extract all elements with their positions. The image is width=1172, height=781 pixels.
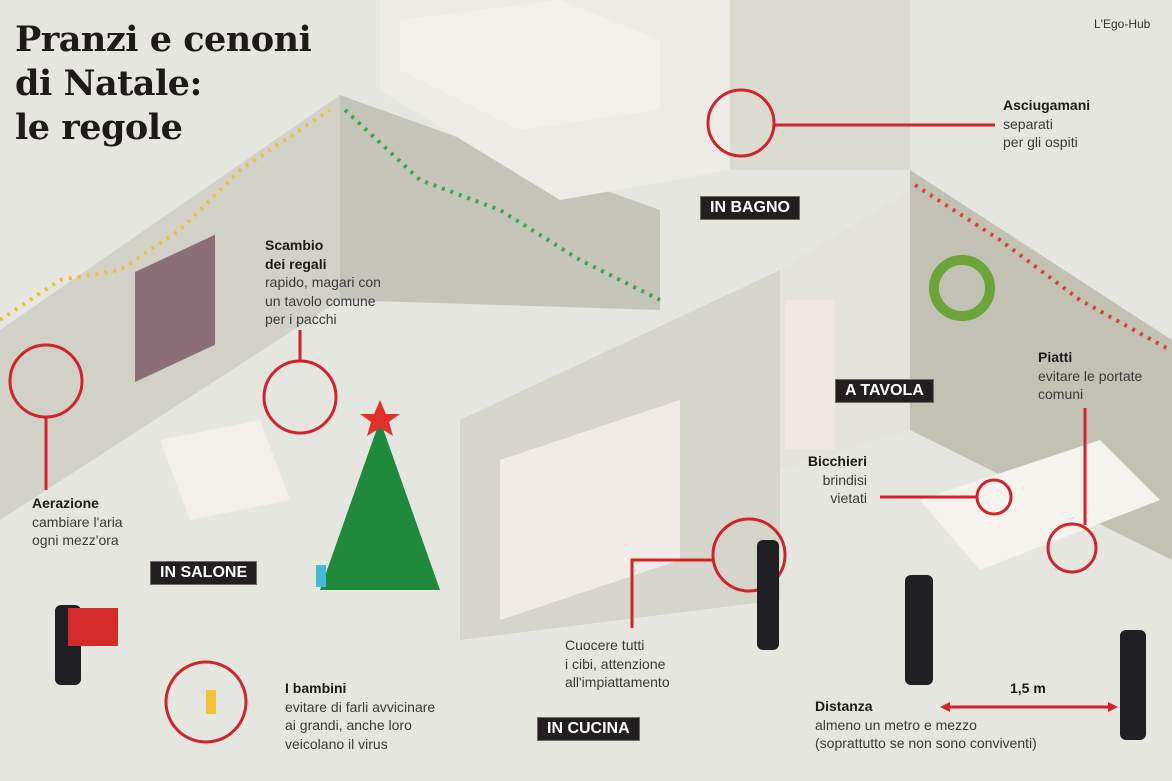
room-label-cucina: IN CUCINA [537,717,640,741]
note-heading: I bambini [285,680,347,696]
note-text: vietati [830,490,867,506]
note-heading: dei regali [265,255,327,272]
note-text: ogni mezz'ora [32,532,119,548]
room-label-bagno: IN BAGNO [700,196,800,220]
string-lights [0,108,332,322]
gifts-highlight [262,359,338,435]
cook-person [757,540,779,650]
arrow-head-icon [940,702,950,712]
note-text: brindisi [822,471,867,488]
child-highlight [164,660,248,744]
note-text: Cuocere tutti [565,637,645,653]
salone-back-wall [340,95,660,310]
host-person [905,575,933,685]
note-heading: Distanza [815,698,873,714]
note-text: almeno un metro e mezzo [815,716,977,733]
note-piatti: Piatti evitare le portate comuni [1038,348,1142,404]
note-bicchieri: Bicchieri brindisi vietati [808,452,867,508]
title-line: Pranzi e cenoni [15,19,312,60]
note-text: per i pacchi [265,311,337,327]
note-text: veicolano il virus [285,735,388,752]
note-text: ai grandi, anche loro [285,717,412,733]
bed [400,0,660,130]
note-aerazione: Aerazione cambiare l'aria ogni mezz'ora [32,494,123,550]
tree-star-icon [360,400,400,436]
door [785,300,835,450]
note-text: all'impiattamento [565,674,670,690]
waiter-person [1120,630,1146,740]
note-cuocere: Cuocere tutti i cibi, attenzione all'imp… [565,636,670,692]
note-text: evitare le portate [1038,367,1143,384]
towels-highlight [706,88,776,158]
wreath [929,255,995,321]
room-label-salone: IN SALONE [150,561,258,585]
distance-measure: 1,5 m [1010,680,1046,696]
note-text: rapido, magari con [265,274,381,290]
christmas-tree [320,420,440,590]
kitchen-counter [500,400,680,620]
note-text: evitare di farli avvicinare [285,698,436,715]
note-heading: Bicchieri [807,453,867,469]
note-heading: Aerazione [32,495,99,511]
note-asciugamani: Asciugamani separati per gli ospiti [1003,96,1090,152]
note-text: i cibi, attenzione [565,655,666,672]
child-near-tree [316,565,326,587]
room-label-tavola: A TAVOLA [835,379,934,403]
bathroom-wall [730,0,910,170]
sofa [160,420,290,520]
note-text: cambiare l'aria [32,513,123,530]
note-heading: Scambio [265,237,324,253]
note-regali: Scambio dei regali rapido, magari con un… [265,236,381,329]
note-bambini: I bambini evitare di farli avvicinare ai… [285,679,435,753]
note-text: per gli ospiti [1003,134,1078,150]
tv [135,234,215,383]
string-lights [913,183,1171,352]
plates-highlight [1046,522,1098,574]
note-text: (soprattutto se non sono conviventi) [815,735,1037,751]
note-text: un tavolo comune [265,292,376,309]
note-distanza: Distanza almeno un metro e mezzo (soprat… [815,697,1037,753]
leader-line [630,558,713,628]
note-text: comuni [1038,386,1084,402]
title-line: di Natale: [15,63,202,104]
note-text: separati [1003,115,1053,132]
note-heading: Asciugamani [1003,97,1091,113]
arrow-head-icon [1108,702,1118,712]
title-line: le regole [15,107,183,148]
note-heading: Piatti [1038,349,1073,365]
dining-table [920,440,1160,570]
gift-box [68,608,118,646]
child [206,690,216,714]
brand-logo: L'Ego-Hub [1094,17,1151,31]
page-title: Pranzi e cenoni di Natale: le regole [15,18,312,150]
cooking-highlight [711,517,787,593]
